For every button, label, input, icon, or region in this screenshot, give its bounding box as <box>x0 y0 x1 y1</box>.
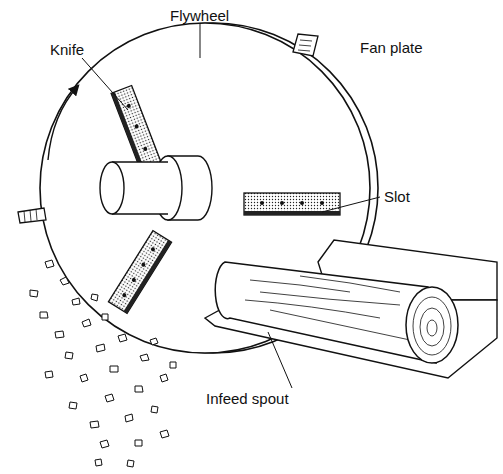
bolt <box>131 277 137 283</box>
bolt <box>122 292 128 298</box>
bolt <box>320 201 324 205</box>
bolt <box>141 262 147 268</box>
bolt <box>300 201 304 205</box>
fan-plate-ribs <box>298 40 312 51</box>
part-label: Fan plate <box>360 40 423 55</box>
bolt <box>134 124 139 129</box>
knife-blade <box>108 231 171 314</box>
bolt <box>143 146 148 151</box>
knife-bolts <box>122 247 156 298</box>
leader-line <box>82 58 128 110</box>
leader-line <box>322 197 380 212</box>
knife <box>244 193 340 215</box>
bolt <box>280 201 284 205</box>
log-body <box>215 262 436 363</box>
leader-line <box>200 24 201 58</box>
part-label: Infeed spout <box>206 391 289 406</box>
leader-line <box>268 332 292 388</box>
bolt <box>260 201 264 205</box>
fan-plate-ribs <box>24 209 37 222</box>
fan-plate <box>293 34 318 56</box>
ring <box>413 297 451 355</box>
bolt <box>126 103 131 108</box>
growth-rings <box>413 297 451 355</box>
bolt <box>150 247 156 253</box>
leader-lines <box>82 24 380 388</box>
part-label: Knife <box>50 42 84 57</box>
knife <box>108 231 171 314</box>
rotation-arrow <box>48 86 78 160</box>
ring <box>427 320 437 336</box>
knife-blade <box>244 193 340 215</box>
knife-edge <box>124 240 172 313</box>
knife-bolts <box>260 201 324 205</box>
knife-edge <box>244 211 340 215</box>
fan-plate <box>18 208 46 223</box>
bark-texture <box>245 276 410 340</box>
wood-chips <box>30 260 176 467</box>
part-label: Slot <box>384 189 410 204</box>
log-end <box>406 287 458 363</box>
ring <box>420 308 444 346</box>
shaft-end <box>100 162 124 214</box>
part-label: Flywheel <box>170 8 229 23</box>
